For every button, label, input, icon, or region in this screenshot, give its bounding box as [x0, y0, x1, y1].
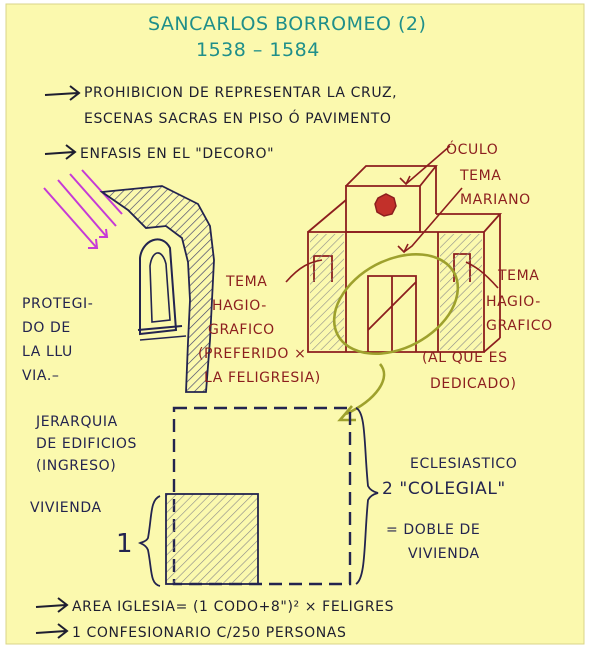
paper-background: [5, 3, 585, 645]
arrow-bullet-icon: [44, 85, 81, 101]
eclesiastico-line-1: ECLESIASTICO: [410, 456, 517, 472]
hierarchy-title-line-2: DE EDIFICIOS: [36, 436, 137, 452]
tema-hag-left-line-3: GRAFICO: [208, 322, 275, 338]
preferido-line-2: LA FELIGRESIA): [204, 370, 321, 386]
ecclesiastic-dashed-square: [172, 406, 352, 586]
tema-mariano-line-1: TEMA: [459, 168, 501, 184]
housing-count: 1: [116, 529, 133, 559]
title-line-1: SANCARLOS BORROMEO (2): [148, 13, 426, 35]
arrow-bullet-icon: [35, 597, 69, 613]
rain-label-line-4: VIA.–: [22, 368, 60, 384]
left-pilaster-hatch: [310, 234, 344, 350]
hierarchy-title-line-3: (INGRESO): [36, 458, 116, 474]
oculus-window: [374, 193, 397, 217]
rain-arrows-icon: [43, 169, 123, 249]
area-formula: AREA IGLESIA= (1 CODO+8")² × FELIGRES: [72, 599, 394, 615]
tema-hag-right-line-1: TEMA: [497, 268, 539, 284]
dedicado-line-2: DEDICADO): [430, 376, 517, 392]
housing-brace: [137, 495, 161, 587]
tema-hag-left-line-1: TEMA: [225, 274, 267, 290]
rain-label-line-3: LA LLU: [22, 344, 73, 360]
rain-label-line-2: DO DE: [22, 320, 71, 336]
confesionario-note: 1 CONFESIONARIO C/250 PERSONAS: [72, 625, 346, 641]
dedicado-line-1: (AL QUE ES: [422, 350, 508, 366]
tema-hag-right-line-2: HAGIO-: [486, 294, 541, 310]
niche-wall-sketch: [99, 185, 215, 393]
vivienda-label: VIVIENDA: [30, 500, 102, 516]
tema-mariano-line-2: MARIANO: [460, 192, 531, 208]
arrow-bullet-icon: [35, 623, 69, 639]
doble-line-2: VIVIENDA: [408, 546, 480, 562]
tema-hag-right-line-3: GRAFICO: [486, 318, 553, 334]
prohibition-line-1: PROHIBICION DE REPRESENTAR LA CRUZ,: [84, 85, 397, 101]
ecclesiastic-brace: [355, 407, 379, 585]
right-pilaster-hatch: [440, 234, 482, 350]
tema-hag-left-line-2: HAGIO-: [212, 298, 267, 314]
doble-line-1: = DOBLE DE: [386, 522, 480, 538]
rain-label-line-1: PROTEGI-: [22, 296, 93, 312]
oculo-label: ÓCULO: [446, 140, 498, 158]
hierarchy-title-line-1: JERARQUIA: [35, 414, 118, 430]
eclesiastico-line-2: 2 "COLEGIAL": [382, 479, 506, 499]
church-facade-sketch: [307, 165, 503, 353]
prohibition-line-2: ESCENAS SACRAS EN PISO Ó PAVIMENTO: [84, 109, 392, 127]
leader-arrows: [285, 145, 499, 289]
arrow-bullet-icon: [44, 144, 77, 160]
preferido-line-1: (PREFERIDO ×: [198, 346, 306, 362]
housing-hatched-square: [165, 493, 259, 585]
decoro-note: ENFASIS EN EL "DECORO": [80, 146, 274, 162]
title-line-2: 1538 – 1584: [196, 39, 320, 61]
